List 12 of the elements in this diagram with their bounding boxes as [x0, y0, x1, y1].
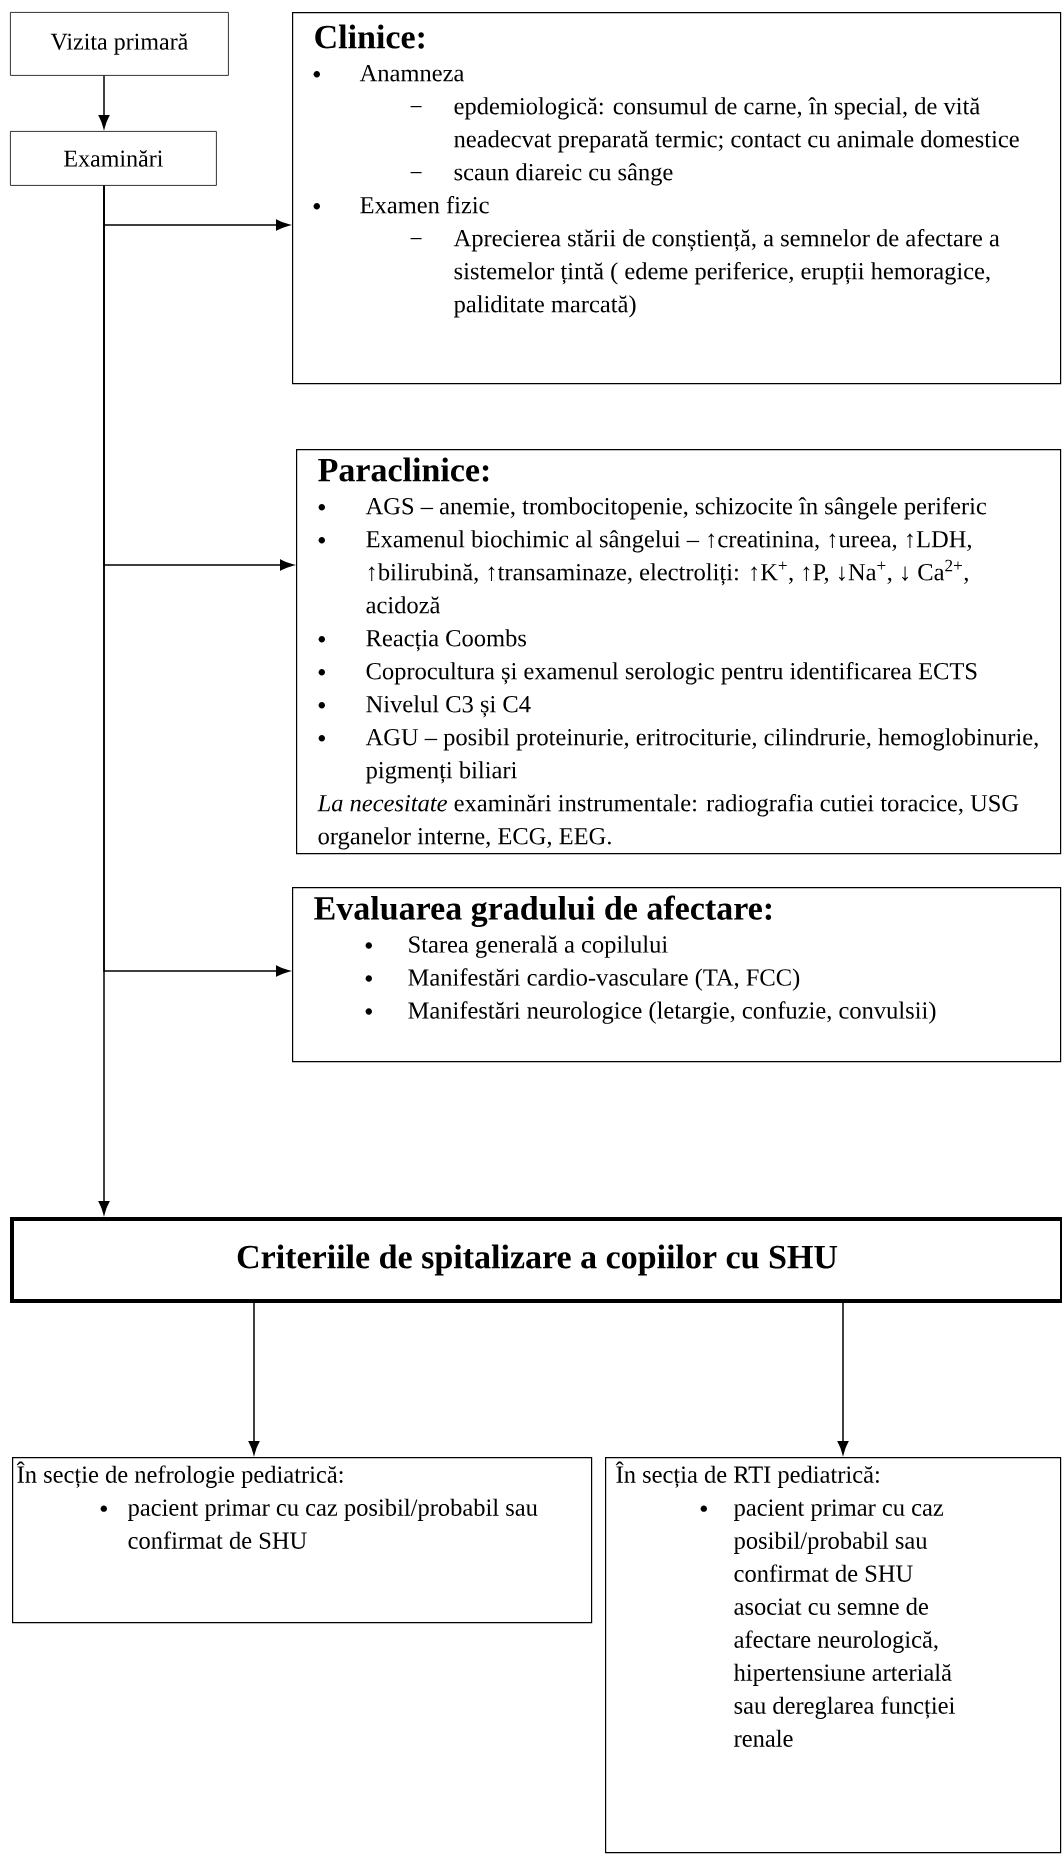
info-box: Paraclinice: AGS – anemie, trombocitopenie, schizocite în sângele periferic Examenul biochimic al sângelui – ↑creatinina, ↑ureea, ↑LDH, ↑bilirubină, ↑transaminaze, electroliți: ↑K$^{+}$, ↑P, ↓Na$^{+}$, ↓ Ca$^{2+}$, acidoză Reacția Coombs Coprocultura și examenul serologic pentru identificarea ECTS Nivelul C3 și C4 AGU – posibil proteinurie, eritrociturie, cilindrurie, hemoglobinurie, pigmenți biliari La necesitate examinări instrumentale: radiografia cutiei toracice, USG organelor interne, ECG, EEG. — [296, 449, 1062, 855]
arrow — [837, 1302, 849, 1455]
info-box: Evaluarea gradului de afectare: Starea generală a copilului Manifestări cardio-vasculare (TA, FCC) Manifestări neurologice (letargie, confuzie, convulsii) — [292, 887, 1062, 1063]
info-box: În secția de RTI pediatrică: pacient primar cu caz posibil/probabil sau confirmat de SHU asociat cu semne de afectare neurologică, hipertensiune arterială sau dereglarea funcției renale — [605, 1457, 1062, 1854]
arrow — [248, 1302, 260, 1455]
info-box: În secție de nefrologie pediatrică: pacient primar cu caz posibil/probabil sau confirmat de SHU — [12, 1457, 593, 1624]
info-box: Clinice: Anamneza epdemiologică: consumul de carne, în special, de vită neadecvat preparată termic; contact cu animale domestice scaun diareic cu sânge Examen fizic Aprecierea stării de conștiență, a semnelor de afectare a sistemelor țintă ( edeme periferice, erupții hemoragice, paliditate marcată) — [292, 12, 1062, 385]
arrow — [98, 75, 110, 129]
arrow — [98, 185, 110, 1215]
process-box: Criteriile de spitalizare a copiilor cu SHU — [10, 1217, 1062, 1303]
process-box: Vizita primară — [10, 12, 229, 76]
process-box: Examinări — [10, 131, 217, 186]
